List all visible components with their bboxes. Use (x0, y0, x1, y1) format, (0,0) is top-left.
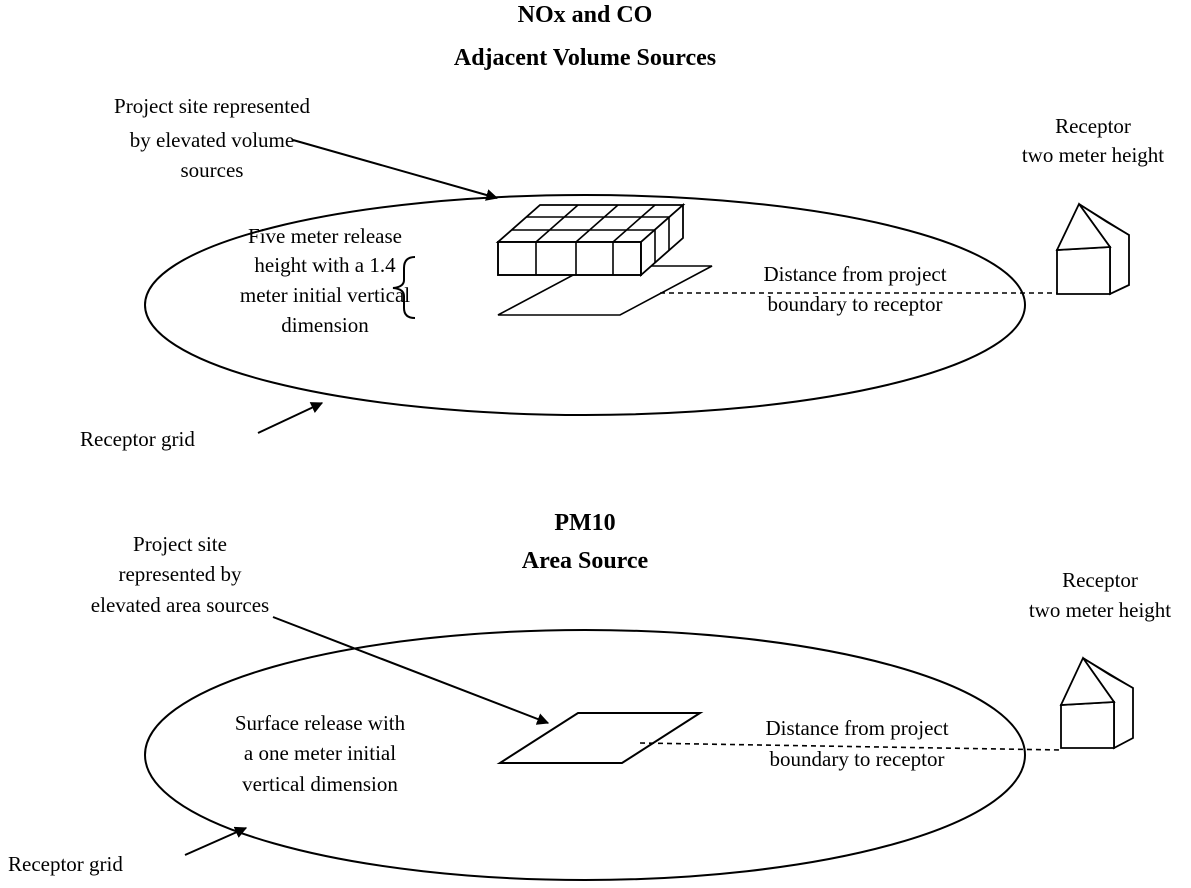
bottom-area-source-icon (496, 712, 704, 764)
bottom-title-line2: Area Source (522, 548, 649, 574)
bottom-site-arrow-icon (272, 616, 550, 725)
top-ground-footprint (497, 265, 713, 316)
bottom-receptor-grid-ellipse (144, 629, 1026, 881)
bottom-release-label-line2: a one meter initial (244, 741, 396, 765)
bottom-receptor-label-line2: two meter height (1029, 598, 1171, 622)
bottom-distance-label: Distance from project boundary to recept… (765, 716, 948, 771)
bottom-release-label: Surface release with a one meter initial… (235, 711, 406, 796)
bottom-house-icon (1059, 656, 1134, 750)
top-curly-brace-icon (392, 256, 416, 319)
top-panel: NOx and CO Adjacent Volume Sources Proje… (80, 2, 1164, 451)
bottom-site-label: Project site represented by elevated are… (91, 532, 269, 617)
bottom-receptor-label: Receptor two meter height (1029, 568, 1171, 622)
top-title-line1: NOx and CO (518, 2, 653, 28)
top-grid-arrow-icon (257, 402, 324, 434)
bottom-site-label-line2: represented by (118, 562, 242, 586)
bottom-grid-label: Receptor grid (8, 852, 123, 876)
top-title-line2: Adjacent Volume Sources (454, 45, 716, 71)
top-house-icon (1055, 202, 1130, 296)
top-distance-label: Distance from project boundary to recept… (763, 262, 946, 316)
top-site-label-line3: sources (181, 158, 244, 182)
top-receptor-grid-ellipse (144, 194, 1026, 416)
bottom-panel: PM10 Area Source Project site represente… (8, 510, 1171, 881)
bottom-receptor-label-line1: Receptor (1062, 568, 1138, 592)
top-release-label-line1: Five meter release (248, 224, 402, 248)
top-distance-label-line2: boundary to receptor (768, 292, 943, 316)
top-distance-label-line1: Distance from project (763, 262, 946, 286)
top-release-label: Five meter release height with a 1.4 met… (240, 224, 410, 337)
top-release-label-line2: height with a 1.4 (254, 253, 396, 277)
top-release-label-line4: dimension (281, 313, 369, 337)
top-release-label-line3: meter initial vertical (240, 283, 410, 307)
bottom-title-line1: PM10 (554, 510, 615, 536)
top-site-label-line1: Project site represented (114, 94, 310, 118)
bottom-distance-line (639, 742, 1062, 751)
bottom-release-label-line1: Surface release with (235, 711, 406, 735)
bottom-distance-label-line2: boundary to receptor (770, 747, 945, 771)
bottom-site-label-line1: Project site (133, 532, 227, 556)
bottom-site-label-line3: elevated area sources (91, 593, 269, 617)
top-site-arrow-icon (292, 139, 499, 201)
bottom-release-label-line3: vertical dimension (242, 772, 398, 796)
bottom-distance-label-line1: Distance from project (765, 716, 948, 740)
top-receptor-label-line2: two meter height (1022, 143, 1164, 167)
top-site-label-line2: by elevated volume (130, 128, 294, 152)
bottom-grid-arrow-icon (184, 826, 248, 856)
top-site-label: Project site represented by elevated vol… (114, 94, 310, 182)
top-grid-label: Receptor grid (80, 427, 195, 451)
top-receptor-label: Receptor two meter height (1022, 114, 1164, 167)
top-receptor-label-line1: Receptor (1055, 114, 1131, 138)
top-volume-grid-icon (495, 203, 686, 277)
